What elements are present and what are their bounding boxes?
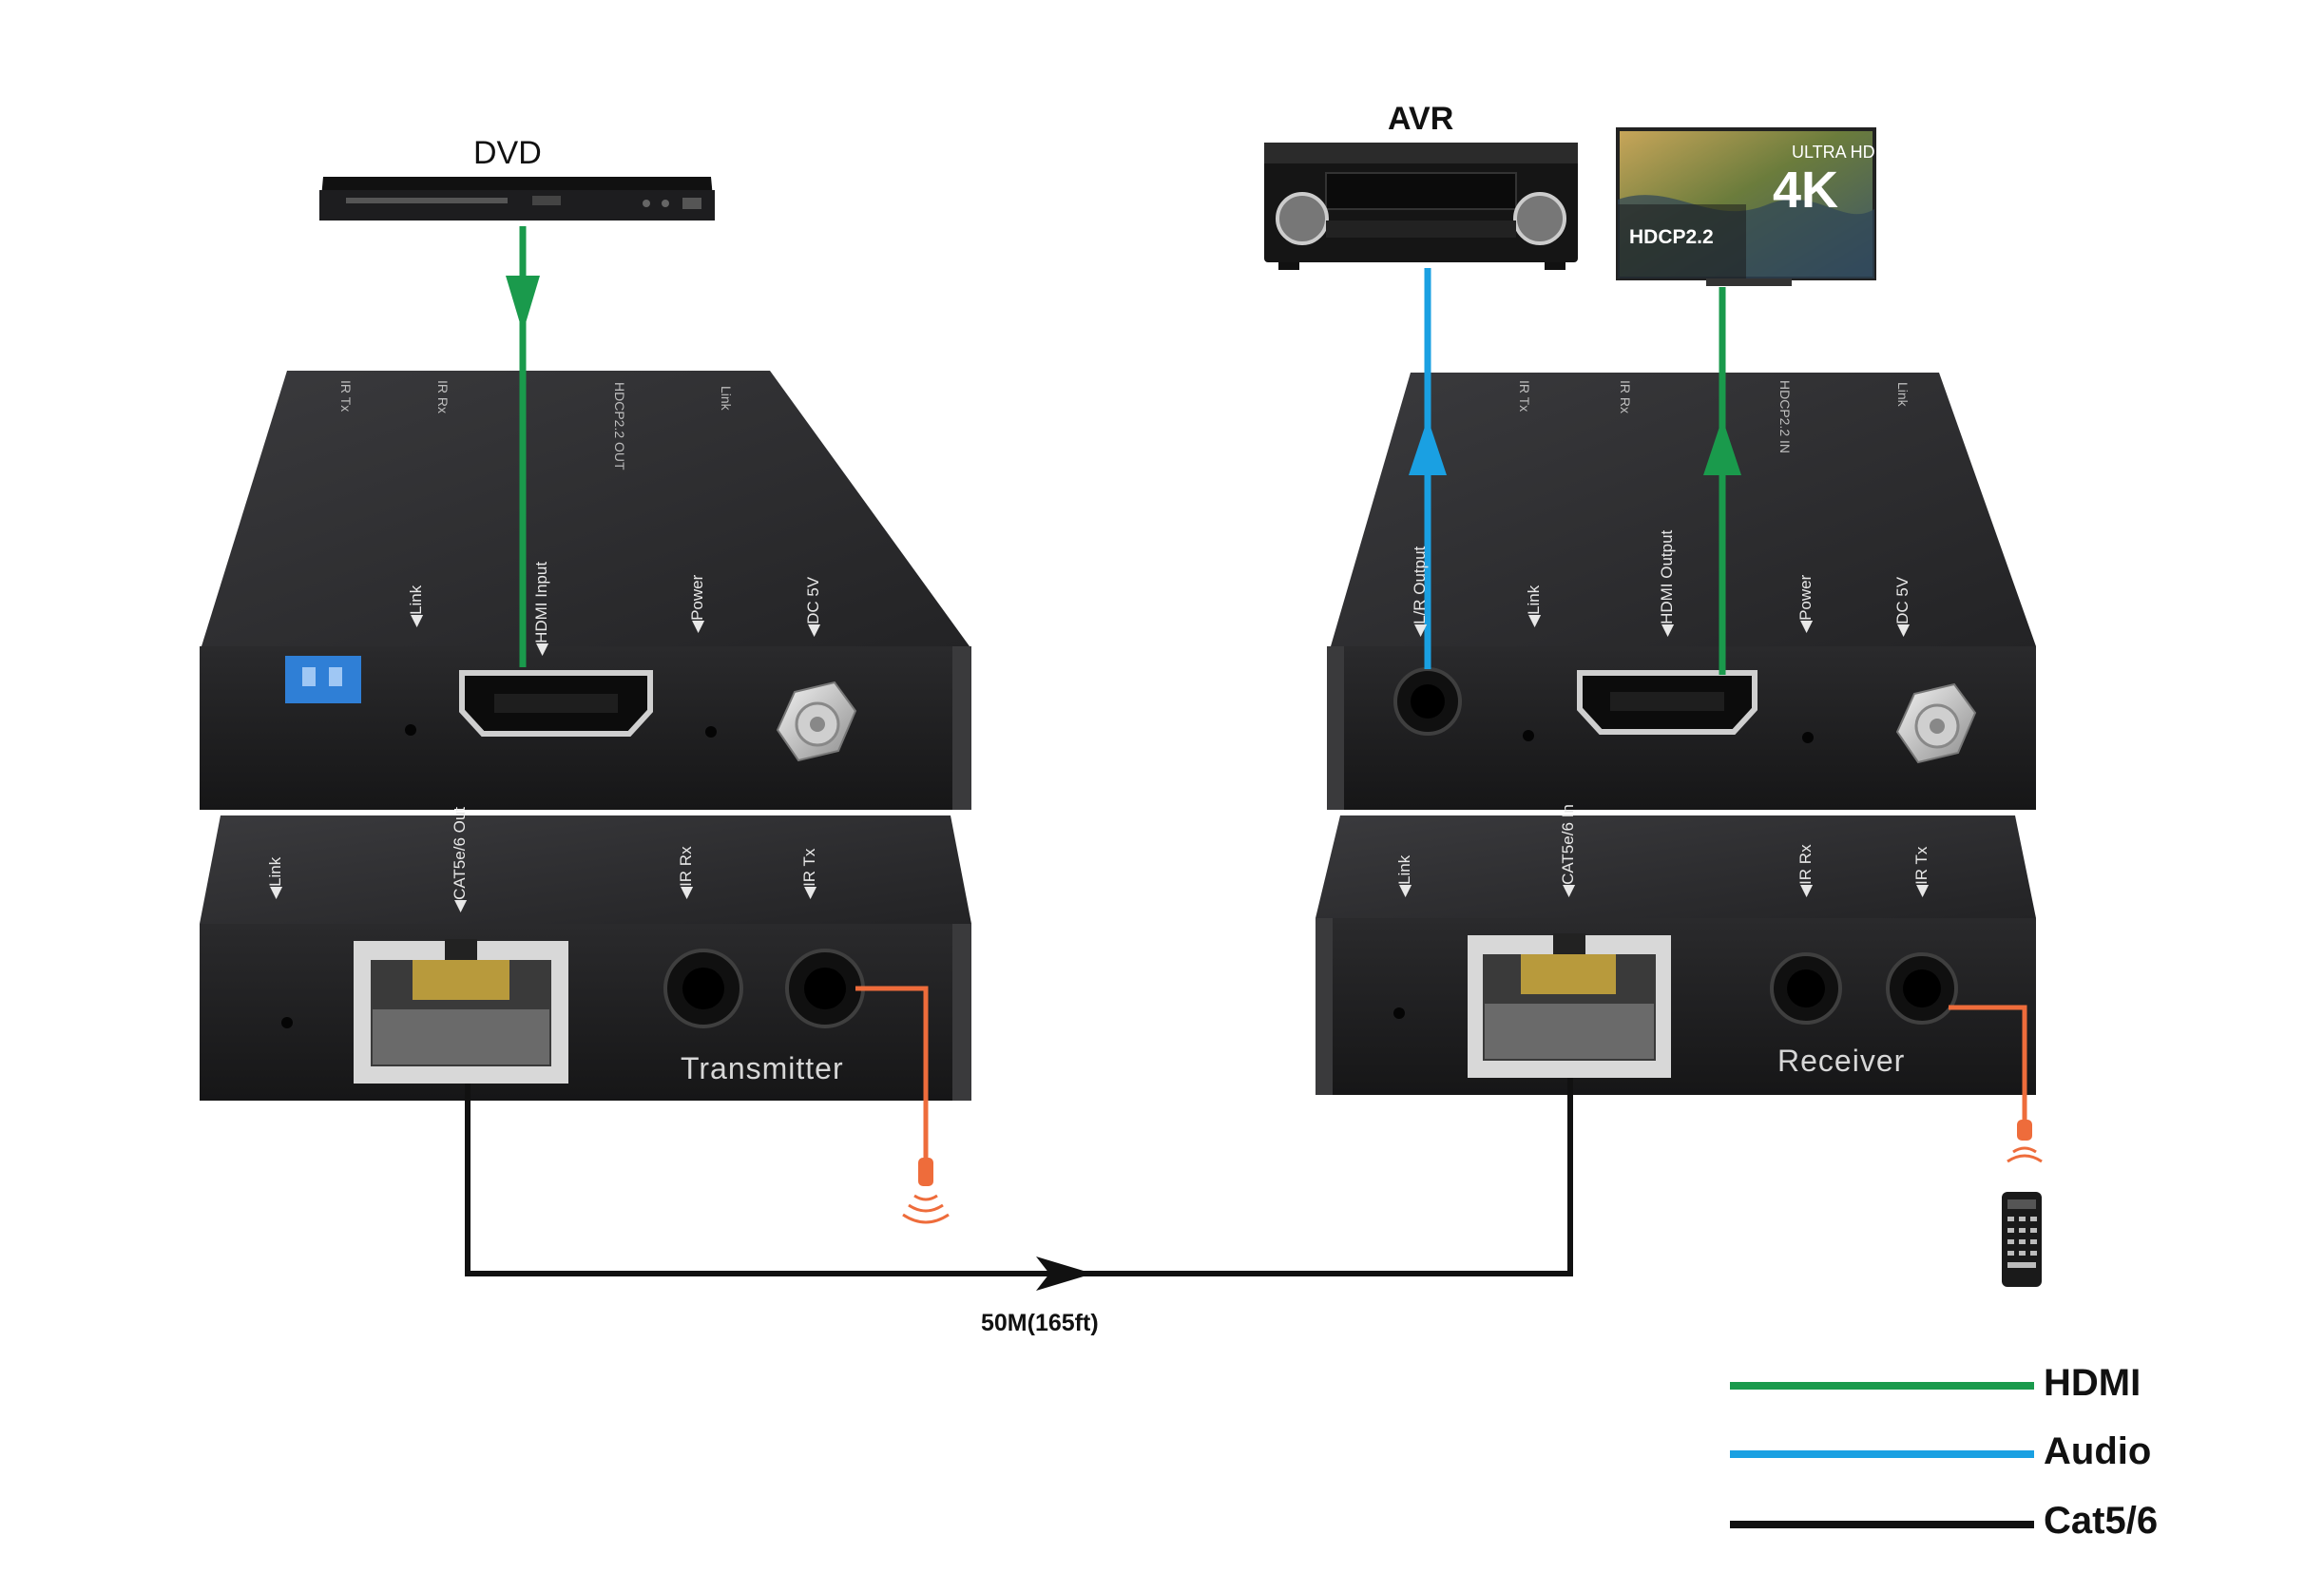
audio-jack-icon[interactable]: [1393, 667, 1462, 736]
ir-receiver-cable: [1949, 1005, 2043, 1163]
rx-lid-ir-tx: IR Tx: [1517, 380, 1532, 412]
receiver-bottom-unit: [1316, 815, 2036, 1095]
hdmi-line-receiver-to-tv: [1703, 287, 1741, 675]
rx-lid-ir-rx: IR Rx: [1618, 380, 1633, 413]
ir-emitter-icon: [855, 986, 950, 1224]
audio-line-receiver-to-avr: [1409, 268, 1447, 669]
rx-top-port-dc: ◀DC 5V: [1893, 576, 1911, 637]
tv-badge-4k: 4K: [1773, 162, 1838, 219]
rx-bottom-port-ir-tx: ◀IR Tx: [1912, 846, 1930, 897]
receiver-top-unit: [1327, 373, 2036, 810]
ir-rx-jack-icon[interactable]: [1770, 952, 1842, 1025]
rx-top-port-link: ◀Link: [1525, 585, 1543, 627]
ir-tx-jack-icon[interactable]: [785, 949, 865, 1028]
tx-bottom-port-link: ◀Link: [266, 856, 284, 899]
tv-badge-ultrahd: ULTRA HD: [1792, 143, 1875, 162]
transmitter-top-unit: [200, 371, 971, 810]
ir-rx-jack-icon[interactable]: [663, 949, 743, 1028]
legend-label-cat: Cat5/6: [2044, 1500, 2159, 1542]
cable-distance-label: 50M(165ft): [981, 1310, 1099, 1336]
rx-top-port-power: ◀Power: [1796, 574, 1815, 633]
rx-top-port-lr: ◀L/R Output: [1411, 546, 1429, 637]
legend-label-audio: Audio: [2044, 1430, 2152, 1472]
hdmi-port-icon[interactable]: [1577, 670, 1757, 735]
tx-lid-link: Link: [719, 386, 734, 411]
tv-4k-icon: ULTRA HD 4K HDCP2.2: [1616, 127, 1876, 286]
rx-bottom-port-link: ◀Link: [1395, 854, 1413, 897]
dc-jack-icon[interactable]: [776, 681, 857, 762]
tx-bottom-port-ir-rx: ◀IR Rx: [677, 846, 695, 899]
tx-top-port-power: ◀Power: [688, 574, 706, 633]
rx-bottom-port-cat: ◀CAT5e/6 In: [1559, 804, 1577, 897]
tx-top-port-dc: ◀DC 5V: [804, 576, 822, 637]
cat-cable-line: [465, 1078, 1573, 1291]
remote-control-icon: [2002, 1192, 2042, 1287]
ir-tx-jack-icon[interactable]: [1886, 952, 1958, 1025]
receiver-name: Receiver: [1777, 1044, 1906, 1078]
rj45-port-icon[interactable]: [1468, 933, 1671, 1078]
tv-badge-hdcp: HDCP2.2: [1629, 226, 1714, 248]
dip-switch-icon[interactable]: [285, 656, 361, 703]
tx-top-port-link: ◀Link: [407, 585, 425, 627]
rx-bottom-port-ir-rx: ◀IR Rx: [1796, 844, 1815, 897]
dvd-player-icon: [319, 177, 715, 221]
hdmi-port-icon[interactable]: [459, 670, 653, 737]
rx-lid-link: Link: [1895, 382, 1911, 407]
transmitter-bottom-unit: [200, 815, 971, 1101]
tx-top-port-hdmi-input: ◀HDMI Input: [532, 561, 550, 656]
transmitter-name: Transmitter: [681, 1051, 844, 1085]
dc-jack-icon[interactable]: [1895, 682, 1977, 764]
dvd-label: DVD: [473, 135, 542, 171]
tx-lid-hdcp: HDCP2.2 OUT: [612, 382, 627, 470]
avr-label: AVR: [1388, 101, 1454, 137]
tx-bottom-port-cat: ◀CAT5e/6 Out: [451, 806, 469, 912]
avr-receiver-icon: [1264, 143, 1578, 270]
legend: [1730, 1382, 2034, 1528]
tx-lid-ir-rx: IR Rx: [435, 380, 451, 413]
rx-top-port-hdmi-output: ◀HDMI Output: [1658, 529, 1676, 637]
rx-lid-hdcp: HDCP2.2 IN: [1777, 380, 1793, 454]
legend-label-hdmi: HDMI: [2044, 1362, 2142, 1404]
tx-lid-ir-tx: IR Tx: [338, 380, 354, 412]
hdmi-line-dvd-to-transmitter: [506, 226, 540, 667]
rj45-port-icon[interactable]: [354, 939, 568, 1084]
tx-bottom-port-ir-tx: ◀IR Tx: [800, 848, 818, 899]
